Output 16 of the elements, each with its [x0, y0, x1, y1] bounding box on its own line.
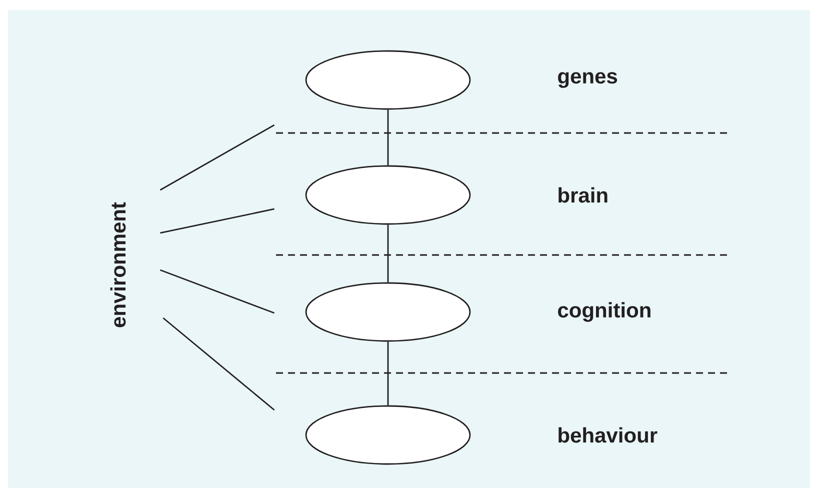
row-label: brain	[558, 187, 608, 203]
connector-line	[160, 208, 274, 234]
connector-line	[162, 317, 275, 411]
connector-line	[387, 224, 389, 282]
connector-line	[160, 124, 275, 191]
row-label: cognition	[558, 302, 650, 322]
ellipse-shape	[305, 405, 471, 465]
connector-line	[160, 269, 275, 314]
connector-line	[387, 342, 389, 406]
ellipse-shape	[305, 282, 471, 342]
row-label: genes	[558, 72, 618, 88]
connector-line	[387, 110, 389, 166]
rotated-label: environment	[110, 202, 126, 328]
row-label: behaviour	[558, 427, 658, 443]
ellipse-shape	[305, 165, 471, 225]
ellipse-shape	[305, 50, 471, 110]
